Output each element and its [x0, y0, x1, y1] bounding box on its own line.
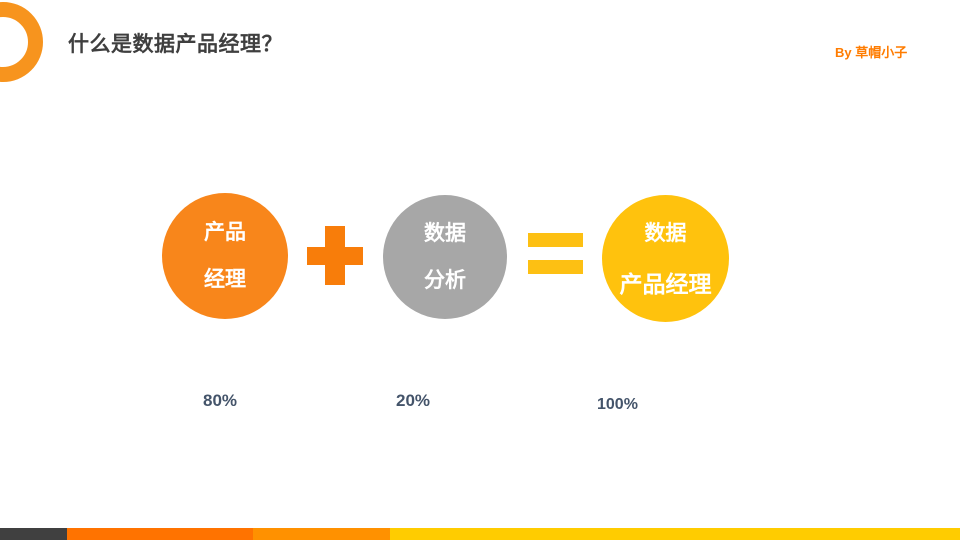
- equals-icon: [528, 233, 583, 275]
- percent-label-product-manager: 80%: [203, 391, 238, 410]
- equals-bottom-bar: [528, 260, 583, 274]
- circle-label-line: 分析: [424, 268, 466, 292]
- circle-label-line: 经理: [204, 267, 246, 291]
- circle-label-line: 数据: [424, 221, 466, 245]
- plus-icon: [307, 226, 363, 285]
- ring-logo-icon: [0, 2, 43, 82]
- circle-label-line: 数据: [644, 221, 687, 245]
- circle-product-manager: 产品 经理: [162, 193, 288, 319]
- percent-label-data-product-manager: 100%: [597, 396, 638, 413]
- plus-vertical-bar: [325, 226, 345, 285]
- footer-color-bar: [0, 528, 960, 540]
- footer-bar-segment-dark: [0, 528, 67, 540]
- percent-label-data-analysis: 20%: [396, 391, 431, 410]
- equals-top-bar: [528, 233, 583, 247]
- circle-data-product-manager: 数据 产品经理: [602, 195, 729, 322]
- footer-bar-segment-light-orange: [253, 528, 390, 540]
- circle-label-line: 产品: [204, 220, 246, 244]
- footer-bar-segment-orange: [67, 528, 253, 540]
- page-title: 什么是数据产品经理？: [68, 33, 283, 56]
- circle-data-analysis: 数据 分析: [383, 195, 507, 319]
- author-byline: By 草帽小子: [835, 45, 908, 60]
- footer-bar-segment-yellow: [390, 528, 960, 540]
- circle-label-line: 产品经理: [619, 270, 712, 297]
